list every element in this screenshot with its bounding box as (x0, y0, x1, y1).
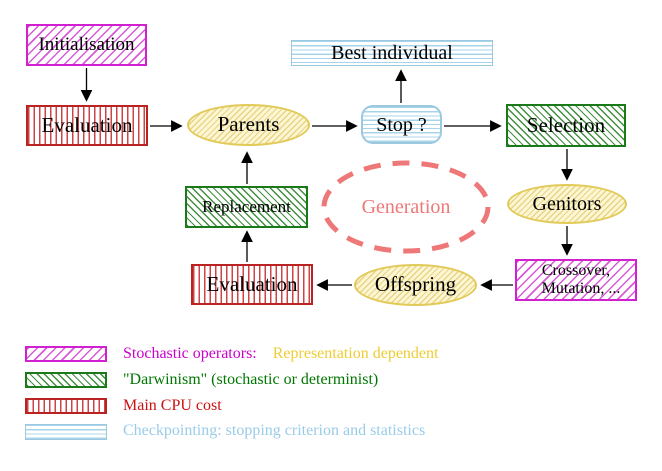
legend-swatch-darwinism (25, 372, 107, 388)
legend-row-darwinism: "Darwinism" (stochastic or determinist) (123, 370, 378, 390)
node-initialisation: Initialisation (26, 24, 147, 66)
node-evaluation-top-label: Evaluation (41, 112, 133, 137)
node-stop: Stop ? (361, 105, 442, 144)
node-selection-label: Selection (526, 112, 606, 137)
legend-row-stochastic-operators: Stochastic operators: Representation depe… (123, 344, 438, 364)
node-parents-label: Parents (217, 112, 280, 137)
node-replacement: Replacement (185, 186, 308, 228)
node-crossover-mutation: Crossover, Mutation, ... (515, 259, 637, 301)
node-evaluation-bottom: Evaluation (191, 264, 313, 305)
node-best-individual: Best individual (291, 40, 493, 66)
legend-swatch-stochastic-operators (25, 346, 107, 362)
node-best-individual-label: Best individual (331, 42, 453, 64)
node-offspring-label: Offspring (374, 272, 457, 297)
legend-label-checkpointing: Checkpointing: stopping criterion and st… (123, 422, 426, 439)
node-selection: Selection (506, 104, 626, 147)
node-genitors: Genitors (507, 184, 627, 224)
legend-label-main-cpu-cost: Main CPU cost (123, 397, 222, 414)
generation-cycle-label: Generation (361, 196, 451, 218)
node-replacement-label: Replacement (202, 196, 291, 216)
node-genitors-label: Genitors (532, 193, 602, 215)
legend-row-main-cpu-cost: Main CPU cost (123, 396, 222, 416)
legend-label-stochastic-operators: Stochastic operators: (123, 345, 257, 362)
legend-label-representation-dependent: Representation dependent (272, 345, 439, 362)
node-stop-label: Stop ? (376, 113, 427, 136)
node-evaluation-bottom-label: Evaluation (206, 271, 298, 296)
node-crossover-line1: Crossover, (541, 262, 611, 280)
legend-swatch-main-cpu-cost (25, 398, 107, 414)
node-initialisation-label: Initialisation (38, 33, 135, 55)
node-crossover-line2: Mutation, ... (541, 280, 621, 297)
legend-label-darwinism: "Darwinism" (stochastic or determinist) (123, 371, 379, 388)
node-evaluation-top: Evaluation (26, 105, 148, 146)
node-parents: Parents (187, 104, 310, 146)
node-offspring: Offspring (354, 264, 477, 306)
legend-row-checkpointing: Checkpointing: stopping criterion and st… (123, 421, 425, 441)
legend-swatch-checkpointing (25, 424, 107, 440)
